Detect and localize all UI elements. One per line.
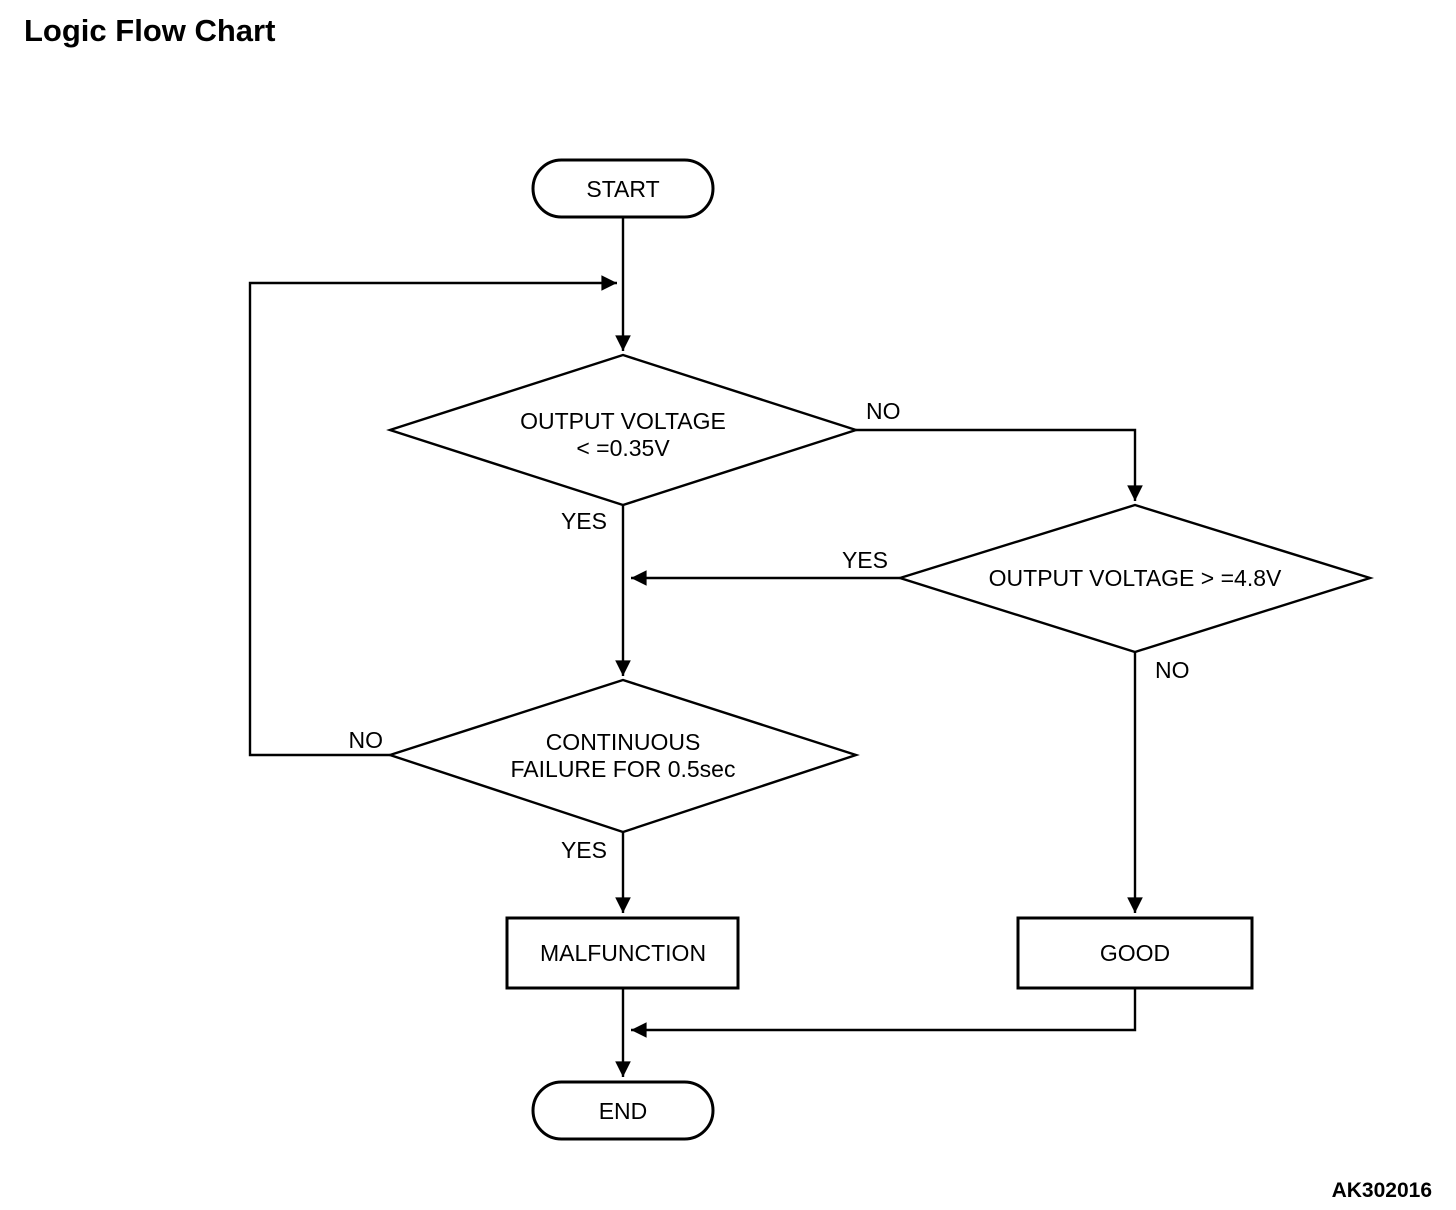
malfunction-shape (505, 916, 740, 990)
voltage-low-yes-label: YES (561, 508, 607, 534)
decision-voltage-low-label-line1: OUTPUT VOLTAGE (520, 408, 726, 434)
edge-voltage-low-no-to-voltage-high (856, 428, 1143, 502)
end-label: END (599, 1098, 648, 1124)
decision-voltage-low: OUTPUT VOLTAGE < =0.35V (386, 353, 860, 507)
good-node: GOOD (1016, 916, 1254, 990)
continuous-failure-no-label: NO (349, 727, 384, 753)
decision-continuous-failure-shape (386, 678, 860, 834)
page-title: Logic Flow Chart (24, 13, 275, 48)
voltage-high-yes-label: YES (842, 547, 888, 573)
decision-voltage-high-label: OUTPUT VOLTAGE > =4.8V (989, 565, 1282, 591)
start-shape (531, 158, 715, 219)
decision-continuous-failure: CONTINUOUS FAILURE FOR 0.5sec (386, 678, 860, 834)
decision-voltage-low-label-line2: < =0.35V (576, 435, 670, 461)
edge-continuous-failure-no-loopback (248, 275, 617, 757)
good-label: GOOD (1100, 940, 1170, 966)
voltage-high-no-label: NO (1155, 657, 1190, 683)
good-shape (1016, 916, 1254, 990)
decision-voltage-high: OUTPUT VOLTAGE > =4.8V (895, 503, 1375, 654)
malfunction-node: MALFUNCTION (505, 916, 740, 990)
voltage-low-no-label: NO (866, 398, 901, 424)
end-node: END (531, 1080, 715, 1141)
decision-continuous-failure-label-line1: CONTINUOUS (546, 729, 701, 755)
figure-code: AK302016 (1332, 1179, 1432, 1202)
decision-continuous-failure-label-line2: FAILURE FOR 0.5sec (511, 756, 736, 782)
start-label: START (586, 176, 659, 202)
end-shape (531, 1080, 715, 1141)
continuous-failure-yes-label: YES (561, 837, 607, 863)
decision-voltage-high-shape (895, 503, 1375, 654)
decision-voltage-low-shape (386, 353, 860, 507)
start-node: START (531, 158, 715, 219)
edge-good-to-end-trunk (631, 988, 1137, 1038)
malfunction-label: MALFUNCTION (540, 940, 706, 966)
